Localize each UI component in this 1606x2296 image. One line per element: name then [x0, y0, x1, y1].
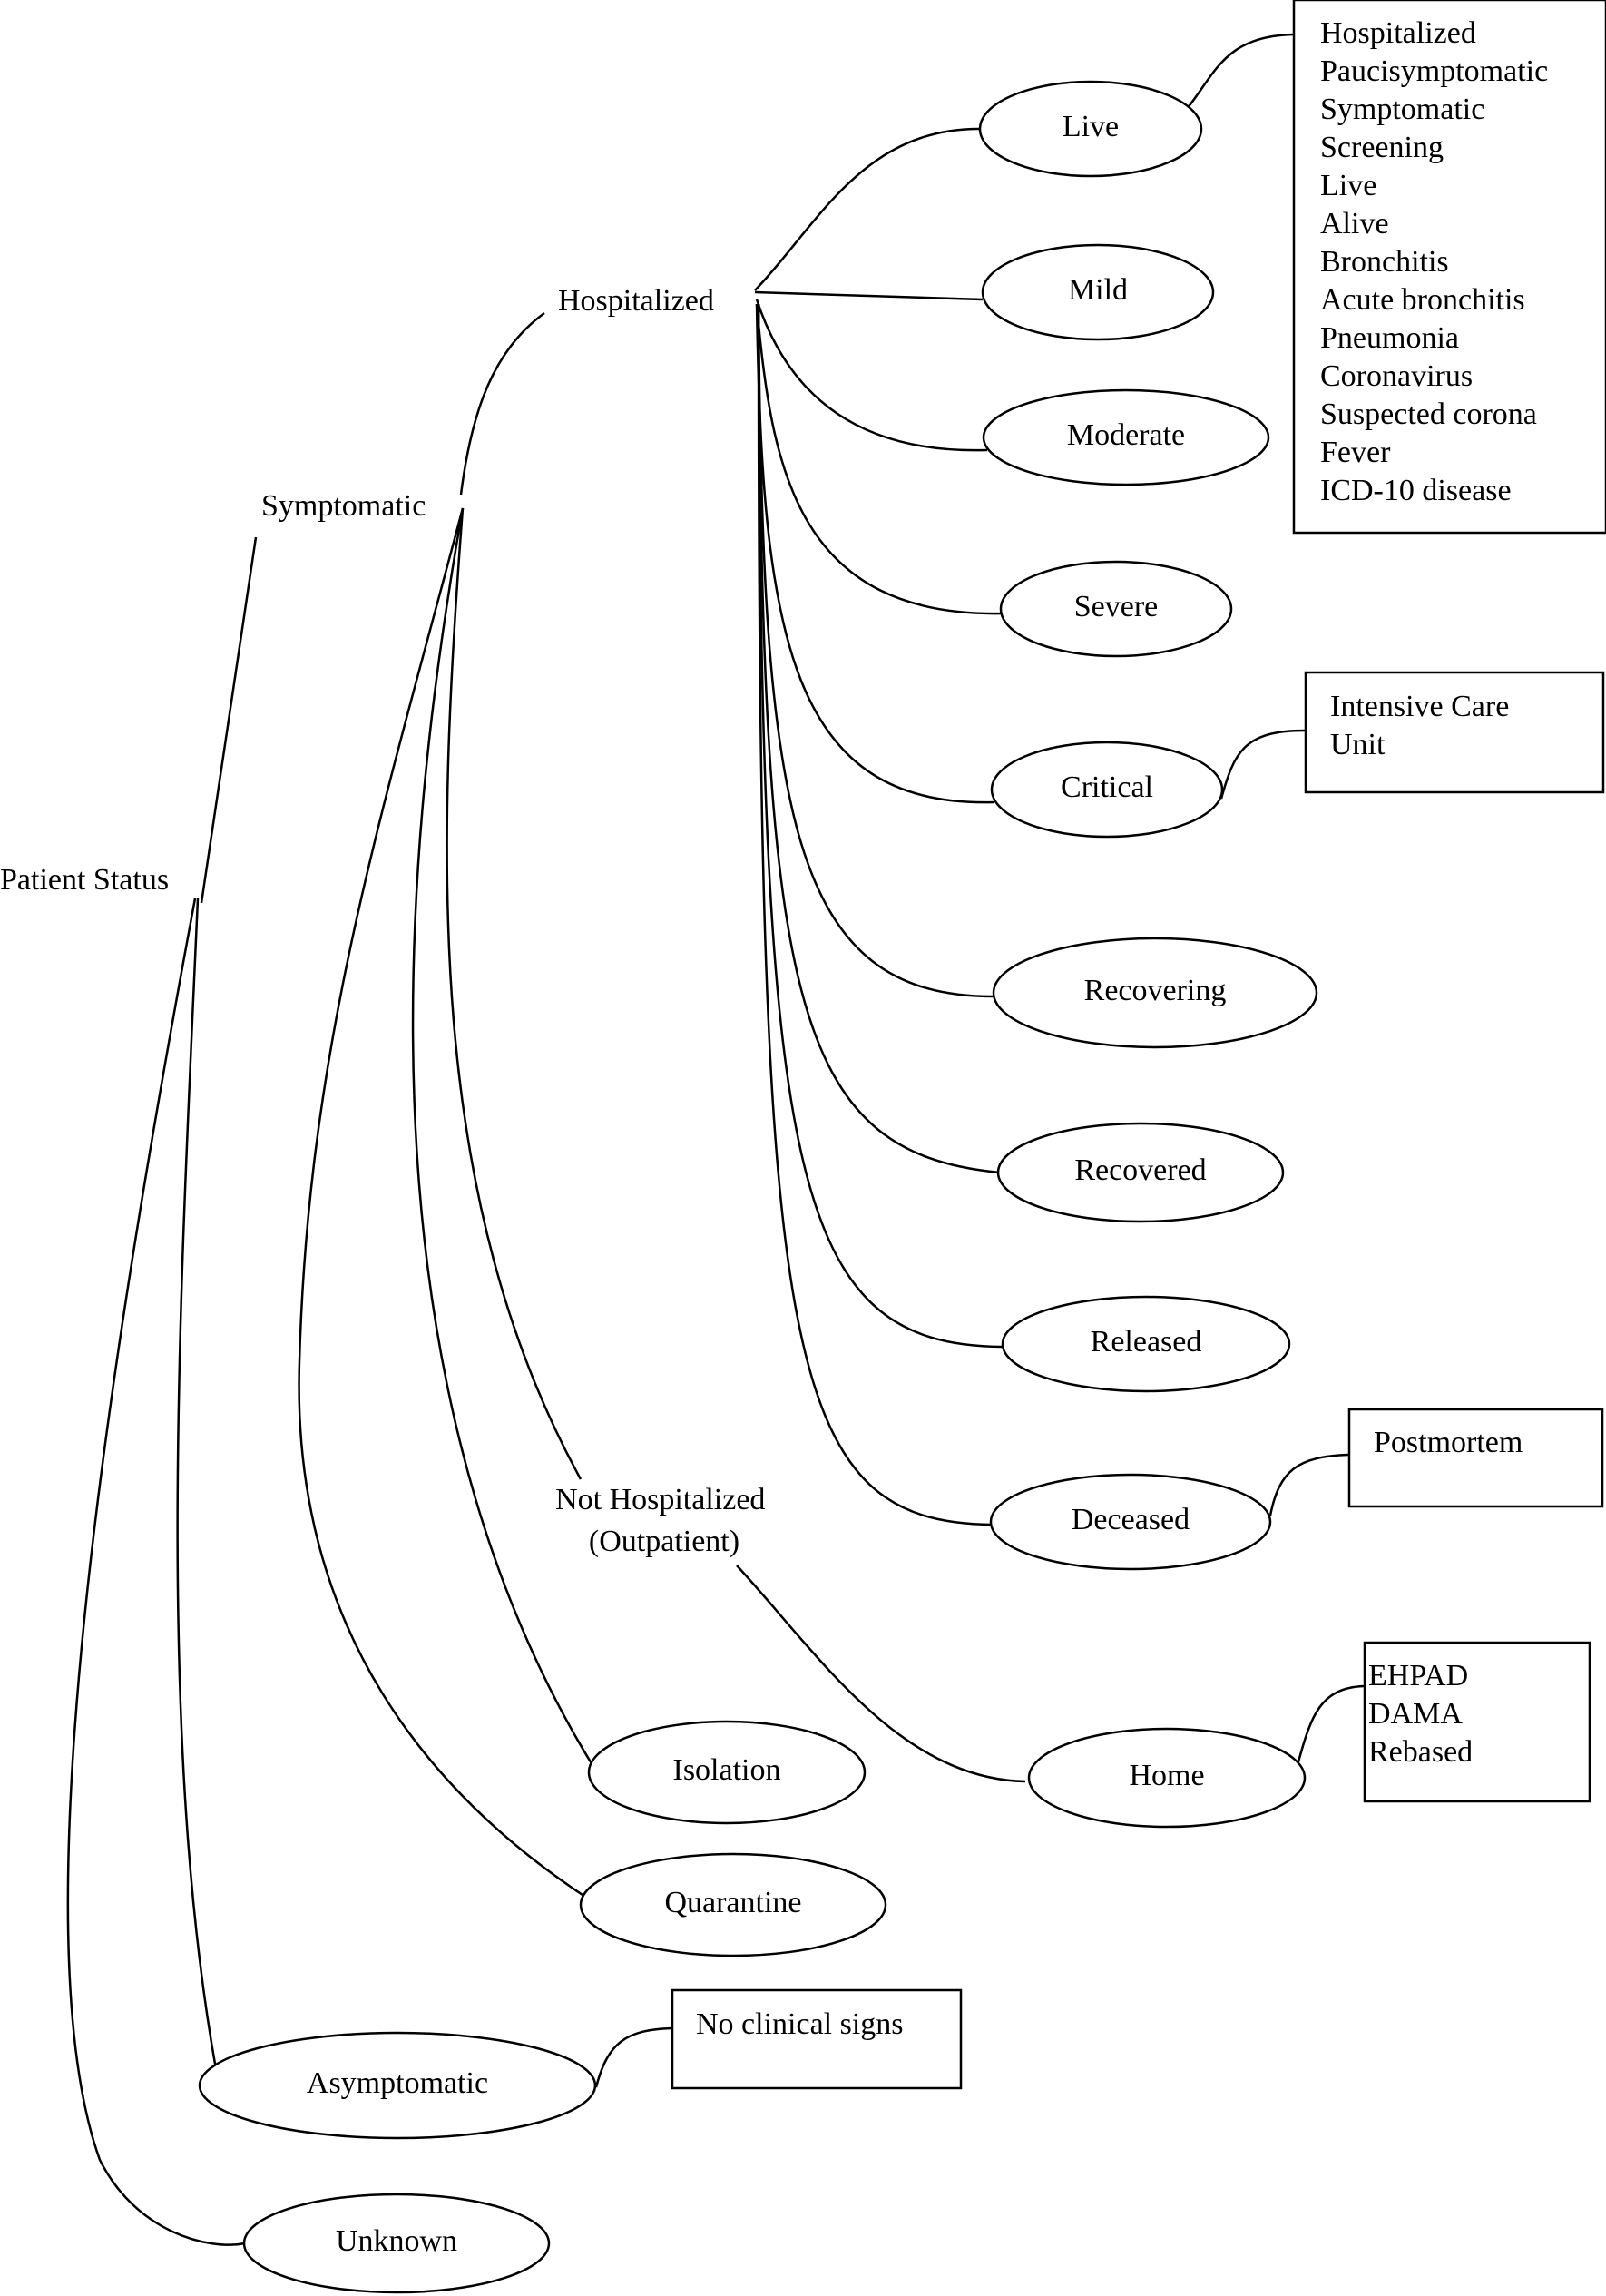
node-isolation-label: Isolation: [673, 1753, 781, 1787]
node-unknown-label: Unknown: [336, 2224, 457, 2258]
node-live: Live: [978, 80, 1203, 178]
node-isolation: Isolation: [587, 1720, 867, 1825]
synonym-item: Screening: [1320, 131, 1444, 164]
synonyms-box-home: EHPAD DAMA Rebased: [1363, 1641, 1591, 1803]
edge-hospitalized-critical: [755, 303, 994, 804]
synonym-item: Symptomatic: [1320, 93, 1484, 126]
edge-hospitalized-moderate: [755, 299, 988, 452]
synonym-item: Acute bronchitis: [1320, 283, 1525, 317]
synonyms-box-asymptomatic: No clinical signs: [671, 1988, 963, 2090]
node-moderate: Moderate: [982, 388, 1270, 486]
node-recovered-label: Recovered: [1074, 1153, 1206, 1187]
edge-hospitalized-severe: [755, 303, 1004, 615]
node-released-label: Released: [1091, 1325, 1202, 1359]
synonym-list-live: Hospitalized Paucisymptomatic Symptomati…: [1320, 16, 1556, 507]
synonym-item: Rebased: [1368, 1735, 1473, 1769]
edge-home-synonyms: [1296, 1684, 1365, 1766]
hospitalized-label: Hospitalized: [558, 284, 714, 318]
node-recovered: Recovered: [996, 1122, 1285, 1223]
node-quarantine: Quarantine: [579, 1852, 887, 1957]
root-label: Patient Status: [0, 863, 169, 897]
node-quarantine-label: Quarantine: [664, 1886, 801, 1919]
node-critical: Critical: [990, 741, 1224, 839]
edge-hospitalized-recovering: [757, 303, 997, 998]
edge-root-symptomatic: [200, 536, 258, 904]
synonym-list-deceased: Postmortem: [1374, 1426, 1523, 1459]
synonym-item: EHPAD: [1368, 1659, 1468, 1693]
node-severe: Severe: [999, 560, 1233, 658]
not-hospitalized-line2: (Outpatient): [589, 1525, 739, 1558]
symptomatic-label: Symptomatic: [261, 489, 426, 523]
edge-root-asymptomatic: [176, 898, 218, 2070]
edge-hospitalized-live: [754, 127, 983, 291]
not-hospitalized-label: Not Hospitalized (Outpatient): [555, 1483, 773, 1558]
node-live-label: Live: [1063, 110, 1119, 143]
edge-hospitalized-deceased: [757, 303, 994, 1526]
edge-asymptomatic-synonyms: [594, 2026, 672, 2088]
synonym-item: Unit: [1330, 728, 1386, 761]
synonym-item: DAMA: [1368, 1697, 1463, 1731]
node-mild: Mild: [981, 243, 1215, 341]
synonym-item: No clinical signs: [696, 2007, 904, 2041]
not-hospitalized-line1: Not Hospitalized: [555, 1483, 765, 1516]
synonym-item: Postmortem: [1374, 1426, 1523, 1459]
synonym-list-asymptomatic: No clinical signs: [696, 2007, 904, 2041]
synonym-item: ICD-10 disease: [1320, 474, 1512, 507]
synonym-list-home: EHPAD DAMA Rebased: [1368, 1659, 1476, 1769]
synonym-item: Alive: [1320, 207, 1389, 240]
edge-hospitalized-recovered: [757, 303, 1001, 1174]
synonym-item: Coronavirus: [1320, 359, 1473, 393]
synonym-item: Suspected corona: [1320, 397, 1537, 431]
node-severe-label: Severe: [1074, 590, 1159, 623]
node-critical-label: Critical: [1061, 770, 1153, 804]
synonym-item: Pneumonia: [1320, 321, 1459, 355]
synonym-list-critical: Intensive Care Unit: [1330, 690, 1517, 761]
synonym-item: Paucisymptomatic: [1320, 54, 1548, 88]
node-asymptomatic-label: Asymptomatic: [307, 2066, 488, 2100]
edge-outpatient-home: [736, 1565, 1026, 1783]
edge-live-synonyms: [1186, 33, 1294, 110]
edge-hospitalized-mild: [754, 290, 984, 301]
node-recovering: Recovering: [992, 937, 1318, 1049]
synonyms-box-live: Hospitalized Paucisymptomatic Symptomati…: [1292, 0, 1606, 535]
node-home: Home: [1027, 1727, 1307, 1829]
edge-root-unknown: [66, 898, 246, 2246]
synonym-item: Hospitalized: [1320, 16, 1476, 50]
synonym-item: Live: [1320, 169, 1376, 202]
node-moderate-label: Moderate: [1067, 418, 1185, 452]
synonyms-box-deceased: Postmortem: [1347, 1408, 1604, 1508]
synonym-item: Intensive Care: [1330, 690, 1509, 723]
node-deceased-label: Deceased: [1072, 1503, 1190, 1536]
edge-symptomatic-hospitalized: [459, 311, 545, 496]
node-mild-label: Mild: [1068, 273, 1128, 307]
synonym-item: Fever: [1320, 436, 1391, 469]
node-home-label: Home: [1129, 1759, 1204, 1792]
node-unknown: Unknown: [242, 2193, 551, 2294]
edge-symptomatic-outpatient: [446, 507, 583, 1480]
synonym-item: Bronchitis: [1320, 245, 1449, 279]
node-asymptomatic: Asymptomatic: [198, 2031, 597, 2140]
node-recovering-label: Recovering: [1084, 974, 1227, 1007]
edges: [66, 33, 1365, 2246]
edge-deceased-synonyms: [1268, 1453, 1349, 1516]
edge-hospitalized-released: [757, 303, 1004, 1349]
edge-critical-synonyms: [1219, 729, 1306, 800]
synonyms-box-critical: Intensive Care Unit: [1304, 671, 1605, 794]
node-released: Released: [1001, 1295, 1291, 1393]
edge-symptomatic-isolation: [411, 507, 594, 1766]
edge-symptomatic-quarantine: [298, 507, 583, 1897]
node-deceased: Deceased: [989, 1473, 1272, 1571]
